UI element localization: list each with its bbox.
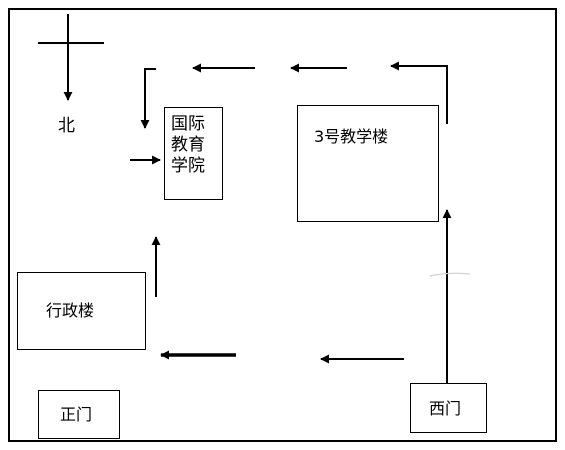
international-college-building: 国际 教育 学院	[164, 107, 223, 200]
north-compass	[38, 14, 104, 101]
admin-building: 行政楼	[17, 272, 146, 350]
route-arrow-northwest-corner	[140, 68, 156, 129]
north-label: 北	[58, 116, 75, 136]
international-college-label-line3: 学院	[171, 156, 205, 176]
map-border	[8, 8, 557, 442]
main-gate-label: 正门	[60, 405, 93, 424]
west-gate: 西门	[410, 383, 487, 433]
international-college-label-line2: 教育	[171, 135, 205, 155]
admin-building-label: 行政楼	[46, 301, 95, 320]
international-college-label: 国际 教育 学院	[171, 114, 223, 177]
teaching-building-3: 3号教学楼	[297, 105, 439, 222]
route-arrows	[130, 61, 452, 384]
main-gate: 正门	[38, 390, 120, 439]
international-college-label-line1: 国际	[171, 114, 205, 134]
teaching-building-3-label: 3号教学楼	[314, 127, 389, 146]
route-arrow-northeast-corner	[390, 61, 448, 124]
west-gate-label: 西门	[429, 399, 462, 418]
stray-mark	[429, 272, 471, 277]
